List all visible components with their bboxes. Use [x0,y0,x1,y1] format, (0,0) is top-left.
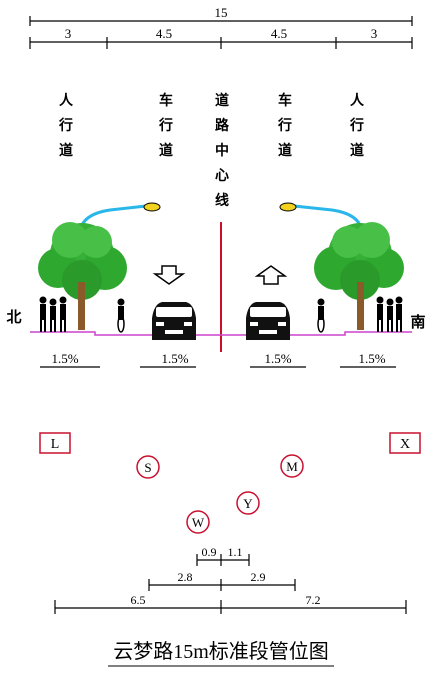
slope-label-3: 1.5% [264,351,291,366]
pipe-m-circle [280,454,304,478]
slope-label-2: 1.5% [161,351,188,366]
segment-label-2: 4.5 [156,26,172,41]
segment-label-4: 3 [371,26,378,41]
pipe-dim-09: 0.9 [202,545,217,559]
car-left-icon [152,302,196,340]
segment-label-3: 4.5 [271,26,287,41]
ground-line [30,331,412,336]
centerline-char-1: 道 [215,92,229,109]
pipe-y-circle [236,491,260,515]
slope-label-4: 1.5% [358,351,385,366]
pedestrian-group-left-icon [39,296,67,332]
centerline-char-3: 中 [215,142,229,159]
car-right-icon [246,302,290,340]
centerline-char-4: 心 [215,168,229,184]
right-sidewalk-char-1: 人 [350,92,365,109]
pedestrian-group-right-icon [376,296,403,332]
slope-label-1: 1.5% [51,351,78,366]
right-sidewalk-char-3: 道 [350,142,364,159]
pipe-l-label: L [51,437,60,452]
arrow-up-icon [254,265,288,285]
right-road-char-2: 行 [277,117,292,134]
tree-left-icon [38,222,127,330]
left-road-char-1: 车 [159,92,173,109]
pipe-x-box [389,432,421,454]
centerline-char-2: 路 [215,117,230,134]
left-sidewalk-char-2: 行 [58,117,73,134]
pipe-dim-72: 7.2 [306,593,321,607]
arrow-down-icon [152,265,186,285]
diagram-title: 云梦路15m标准段管位图 [113,640,329,663]
south-label: 南 [410,313,425,331]
pipe-dim-29: 2.9 [251,570,266,584]
pipe-w-label: W [192,515,205,530]
total-width-label: 15 [215,5,228,20]
top-dimensions [29,16,413,49]
pipe-l-box [39,432,71,454]
left-sidewalk-char-1: 人 [59,92,74,109]
left-sidewalk-char-3: 道 [59,142,73,159]
segment-label-1: 3 [65,26,72,41]
pipe-w-circle [186,510,210,534]
pipe-dim-28: 2.8 [178,570,193,584]
pipe-x-label: X [400,437,410,452]
pipe-dim-65: 6.5 [131,593,146,607]
left-road-char-2: 行 [158,117,173,134]
north-label: 北 [6,309,21,326]
cyclist-left-icon [117,298,125,333]
pipe-s-label: S [144,460,151,475]
cyclist-right-icon [317,298,325,333]
left-road-char-3: 道 [159,142,173,159]
pipe-s-circle [136,455,160,479]
centerline-char-5: 线 [215,192,229,209]
pipe-dim-11: 1.1 [228,545,243,559]
right-sidewalk-char-2: 行 [349,117,364,134]
tree-right-icon [314,222,404,330]
right-road-char-1: 车 [278,92,292,109]
pipe-y-label: Y [243,496,253,511]
pipe-m-label: M [286,459,298,474]
pipe-dimension-lines [54,554,407,614]
right-road-char-3: 道 [278,142,292,159]
